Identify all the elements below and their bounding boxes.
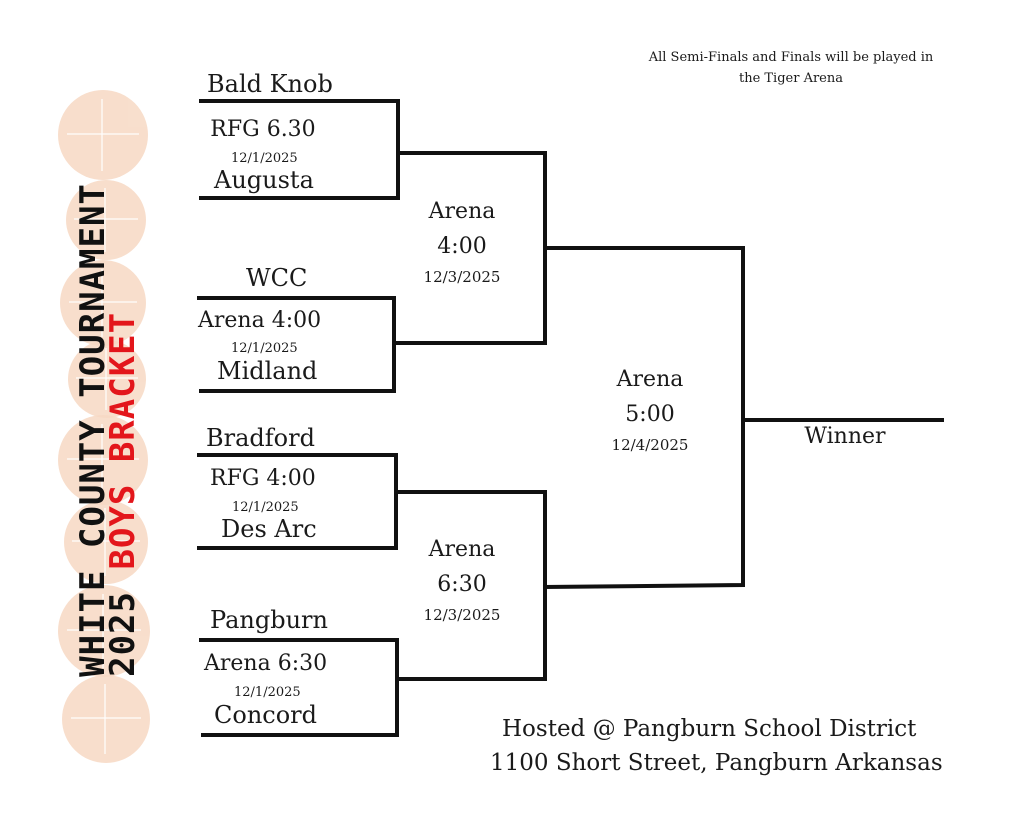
basketball-icon	[58, 415, 148, 505]
semi-date: 12/3/2025	[423, 606, 501, 624]
basketball-icon	[66, 180, 146, 260]
host-info: Hosted @ Pangburn School District 1100 S…	[490, 712, 943, 780]
team-top: Bald Knob	[207, 70, 333, 98]
host-line-2: 1100 Short Street, Pangburn Arkansas	[490, 750, 943, 776]
team-top: WCC	[246, 264, 308, 292]
semi-date: 12/3/2025	[423, 268, 501, 286]
team-bottom: Augusta	[214, 166, 314, 194]
team-bottom: Midland	[217, 357, 318, 385]
game-date: 12/1/2025	[231, 151, 298, 166]
basketball-icon	[62, 675, 150, 763]
semi-venue: Arena	[428, 199, 496, 224]
venue-note-line-2: the Tiger Arena	[738, 71, 844, 86]
game-date: 12/1/2025	[234, 685, 301, 700]
venue-note: All Semi-Finals and Finals will be playe…	[636, 47, 946, 89]
basketball-icon	[64, 500, 148, 584]
final-venue: Arena	[616, 367, 684, 392]
game-venue-time: Arena 4:00	[198, 308, 322, 333]
team-top: Pangburn	[210, 606, 328, 634]
game-venue-time: RFG 4:00	[210, 466, 316, 491]
venue-note-line-1: All Semi-Finals and Finals will be playe…	[648, 50, 934, 65]
game-venue-time: Arena 6:30	[204, 651, 328, 676]
semi-venue: Arena	[428, 537, 496, 562]
host-line-1: Hosted @ Pangburn School District	[502, 716, 917, 742]
game-date: 12/1/2025	[231, 341, 298, 356]
game-venue-time: RFG 6.30	[210, 117, 316, 142]
side-banner	[58, 70, 158, 790]
team-top: Bradford	[206, 424, 315, 452]
team-bottom: Concord	[214, 701, 317, 729]
basketball-icon	[58, 90, 148, 180]
semi-time: 4:00	[437, 234, 487, 259]
final-date: 12/4/2025	[611, 436, 689, 454]
team-bottom: Des Arc	[221, 515, 317, 543]
winner-label: Winner	[804, 424, 886, 449]
final-time: 5:00	[625, 402, 675, 427]
basketball-icon	[58, 585, 150, 677]
basketball-icon	[60, 260, 146, 346]
basketball-icon	[68, 340, 146, 418]
semi-time: 6:30	[437, 572, 487, 597]
game-date: 12/1/2025	[232, 500, 299, 515]
